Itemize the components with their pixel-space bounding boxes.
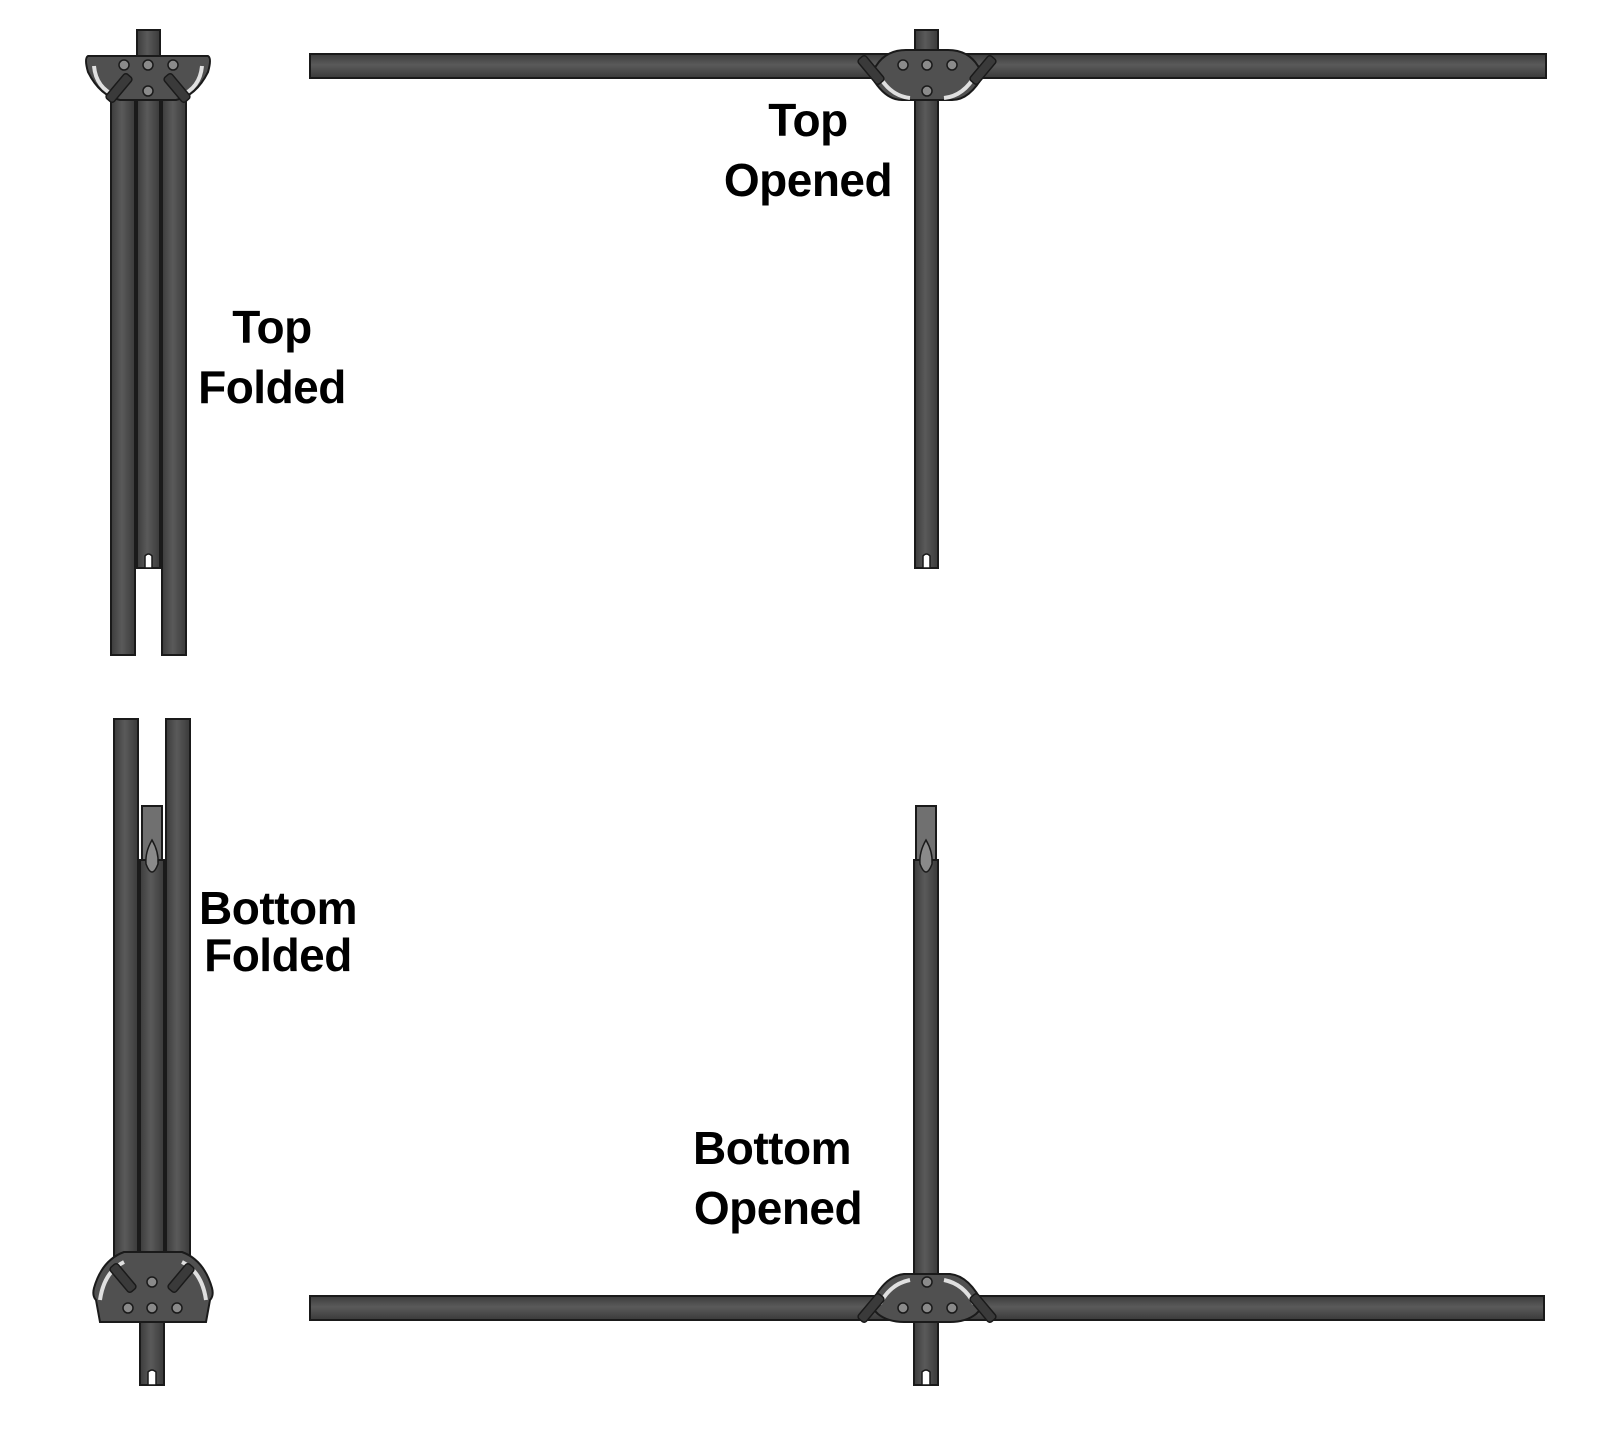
locking-lever xyxy=(857,55,885,85)
bottom-folded-label-line2: Folded xyxy=(204,929,352,981)
bolt xyxy=(921,1276,933,1288)
top-folded-label-line2: Folded xyxy=(198,361,346,413)
bolt xyxy=(897,1302,909,1314)
locking-lever xyxy=(109,1263,137,1293)
hinge-bracket xyxy=(857,1273,997,1323)
top-opened-view: Top Opened xyxy=(309,29,1547,569)
bolt xyxy=(921,85,933,97)
post-end-slot xyxy=(147,1369,157,1386)
bolt xyxy=(142,85,154,97)
bolt xyxy=(142,59,154,71)
center-post xyxy=(914,29,939,569)
right-folded-leg xyxy=(161,94,187,656)
post-end-slot xyxy=(922,553,931,569)
bolt xyxy=(171,1302,183,1314)
clamp-knob xyxy=(919,838,933,873)
bottom-opened-view: Bottom Opened xyxy=(309,805,1545,1386)
bottom-opened-label-line2: Opened xyxy=(694,1182,862,1234)
bolt xyxy=(122,1302,134,1314)
bolt xyxy=(921,1302,933,1314)
hinge-bracket xyxy=(85,55,211,103)
top-opened-label-line2: Opened xyxy=(724,154,892,206)
bottom-folded-label-line1: Bottom xyxy=(199,882,357,934)
bolt xyxy=(118,59,130,71)
bottom-opened-label-line1: Bottom xyxy=(693,1122,851,1174)
top-folded-label-line1: Top xyxy=(232,301,311,353)
post-end-slot xyxy=(144,553,153,569)
bolt xyxy=(946,59,958,71)
bottom-folded-view: Bottom Folded xyxy=(92,718,357,1386)
top-folded-view: Top Folded xyxy=(85,29,346,656)
center-post xyxy=(136,29,161,569)
locking-lever xyxy=(857,1293,885,1323)
post-end-slot xyxy=(921,1369,931,1386)
hinge-bracket xyxy=(92,1251,214,1323)
right-folded-leg xyxy=(165,718,191,1285)
locking-lever xyxy=(969,55,997,85)
hinge-bracket xyxy=(857,49,997,101)
top-opened-label-line1: Top xyxy=(768,94,847,146)
bolt xyxy=(146,1276,158,1288)
bolt xyxy=(146,1302,158,1314)
bolt xyxy=(167,59,179,71)
left-folded-leg xyxy=(110,94,136,656)
locking-lever xyxy=(163,73,191,103)
locking-lever xyxy=(105,73,133,103)
bolt xyxy=(946,1302,958,1314)
locking-lever xyxy=(167,1263,195,1293)
bolt xyxy=(921,59,933,71)
left-folded-leg xyxy=(113,718,139,1285)
clamp-knob xyxy=(145,838,159,873)
locking-lever xyxy=(969,1293,997,1323)
bolt xyxy=(897,59,909,71)
